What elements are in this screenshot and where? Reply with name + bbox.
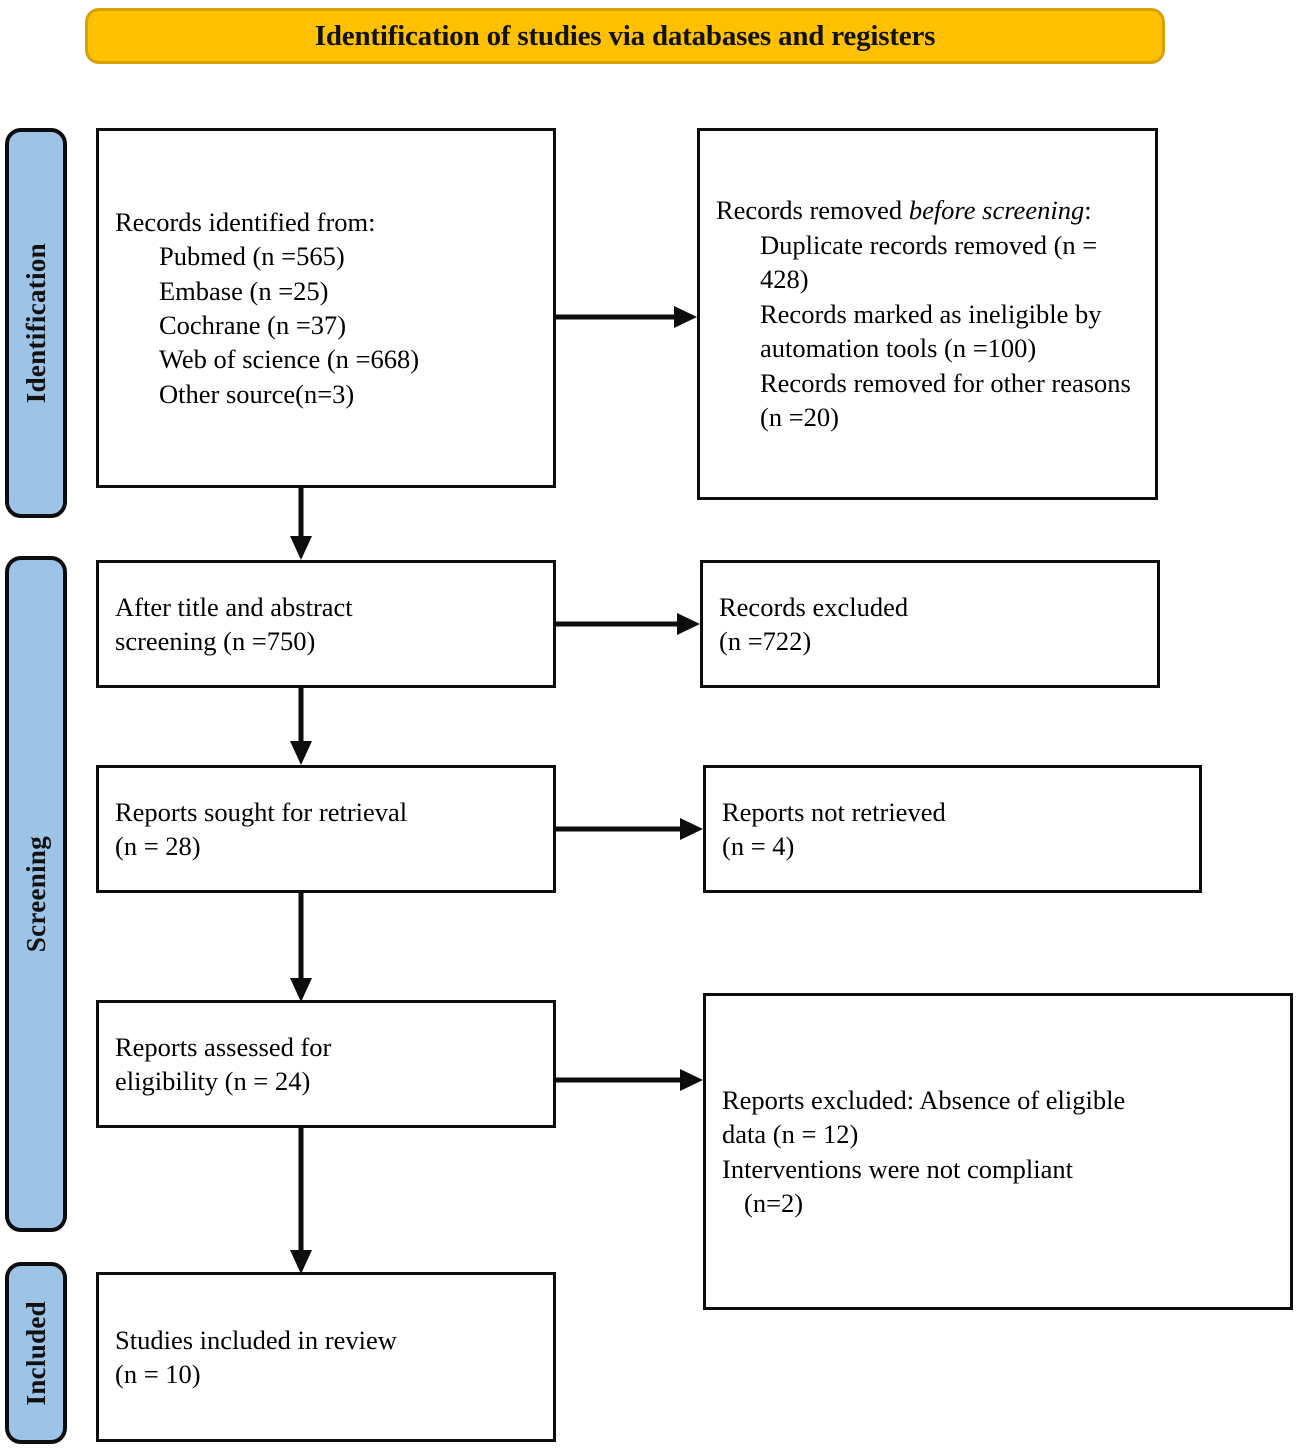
box-studies-included-in-review: Studies included in review (n = 10) [96,1272,556,1442]
records-removed-automation: Records marked as ineligible by automati… [760,298,1109,364]
studies-included-line-2: (n = 10) [115,1359,201,1389]
records-identified-heading: Records identified from: [115,206,376,237]
records-removed-other-reasons: Records removed for other reasons (n =20… [760,367,1138,433]
stage-rail-identification: Identification [5,128,67,518]
records-identified-source-web-of-science: Web of science (n =668) [159,344,420,375]
reports-sought-line-2: (n = 28) [115,831,201,861]
connector-assessed-to-reports-excluded [556,1066,707,1094]
reports-assessed-line-1: Reports assessed for [115,1031,332,1062]
records-excluded-line-2: (n =722) [719,626,812,656]
records-removed-heading-italic: before screening [908,195,1085,226]
records-removed-heading: Records removed before screening: [716,193,1139,227]
connector-sought-to-not-retrieved [556,815,707,843]
reports-excluded-line-3: Interventions were not compliant [722,1153,1074,1184]
diagram-title-banner: Identification of studies via databases … [85,8,1165,64]
records-identified-source-pubmed: Pubmed (n =565) [159,241,345,272]
box-reports-sought-for-retrieval: Reports sought for retrieval (n = 28) [96,765,556,893]
stage-rail-label-screening: Screening [20,835,51,953]
connector-after-title-to-excluded [556,610,704,638]
box-reports-excluded-detail: Reports excluded: Absence of eligible da… [703,993,1293,1310]
connector-identified-to-after-title [287,488,315,562]
records-identified-source-cochrane: Cochrane (n =37) [159,310,347,340]
studies-included-line-1: Studies included in review [115,1324,397,1355]
reports-assessed-line-2: eligibility (n = 24) [115,1066,311,1096]
records-removed-duplicates: Duplicate records removed (n = 428) [760,229,1104,295]
stage-rail-screening: Screening [5,556,67,1232]
reports-excluded-line-2: data (n = 12) [722,1119,859,1150]
page-title: Identification of studies via databases … [314,19,936,52]
stage-rail-label-included: Included [20,1300,51,1406]
box-records-identified: Records identified from: Pubmed (n =565)… [96,128,556,488]
reports-excluded-line-1: Reports excluded: Absence of eligible [722,1084,1126,1115]
records-excluded-line-1: Records excluded [719,591,909,622]
reports-not-retrieved-line-2: (n = 4) [722,831,795,861]
after-title-line-1: After title and abstract [115,591,353,622]
stage-rail-label-identification: Identification [20,242,51,404]
box-after-title-abstract-screening: After title and abstract screening (n =7… [96,560,556,688]
box-records-removed-before-screening: Records removed before screening: Duplic… [697,128,1158,500]
box-reports-assessed-for-eligibility: Reports assessed for eligibility (n = 24… [96,1000,556,1128]
connector-sought-to-assessed [287,893,315,1004]
records-removed-heading-tail: : [1084,195,1092,226]
connector-identified-to-removed-before [556,303,701,331]
reports-excluded-line-4: (n=2) [744,1187,804,1218]
connector-assessed-to-included [287,1128,315,1276]
reports-not-retrieved-line-1: Reports not retrieved [722,796,946,827]
records-identified-source-other: Other source(n=3) [159,378,355,409]
connector-after-title-to-sought [287,688,315,767]
records-removed-heading-lead: Records removed [716,195,909,226]
reports-sought-line-1: Reports sought for retrieval [115,796,408,827]
after-title-line-2: screening (n =750) [115,626,316,656]
stage-rail-included: Included [5,1262,67,1444]
box-records-excluded: Records excluded (n =722) [700,560,1160,688]
box-reports-not-retrieved: Reports not retrieved (n = 4) [703,765,1202,893]
records-identified-source-embase: Embase (n =25) [159,275,329,306]
